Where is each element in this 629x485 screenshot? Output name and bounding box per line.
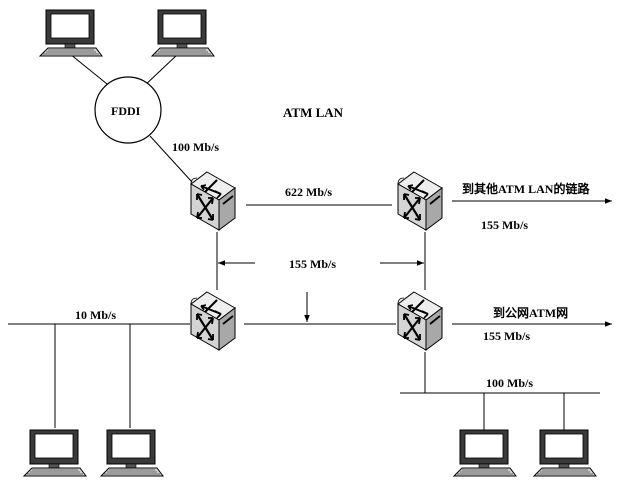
trunk-top-speed: 622 Mb/s — [285, 185, 333, 199]
computer-icon-bottom-3 — [453, 429, 517, 477]
ethernet-left-speed: 10 Mb/s — [75, 308, 117, 322]
computer-icon-bottom-4 — [533, 429, 597, 477]
fddi-label: FDDI — [111, 104, 141, 118]
atm-switch-bottom-left-icon — [189, 290, 237, 352]
computer-icon-bottom-2 — [100, 429, 164, 477]
atm-switch-top-right-icon — [396, 170, 444, 232]
trunk-vertical-speed: 155 Mb/s — [289, 257, 337, 271]
public-atm-label: 到公网ATM网 — [493, 306, 569, 320]
public-link-speed: 155 Mb/s — [483, 329, 531, 343]
diagram-title: ATM LAN — [283, 105, 344, 120]
computer-icon-fddi-left — [39, 9, 103, 57]
other-atm-lan-label: 到其他ATM LAN的链路 — [462, 182, 590, 196]
atm-switch-top-left-icon — [189, 170, 237, 232]
ethernet-right-speed: 100 Mb/s — [486, 376, 534, 390]
fddi-ring-icon — [94, 76, 162, 144]
other-lan-link-speed: 155 Mb/s — [481, 218, 529, 232]
computer-icon-bottom-1 — [23, 429, 87, 477]
fddi-link-speed: 100 Mb/s — [172, 140, 220, 154]
atm-switch-bottom-right-icon — [396, 290, 444, 352]
computer-icon-fddi-right — [151, 9, 215, 57]
